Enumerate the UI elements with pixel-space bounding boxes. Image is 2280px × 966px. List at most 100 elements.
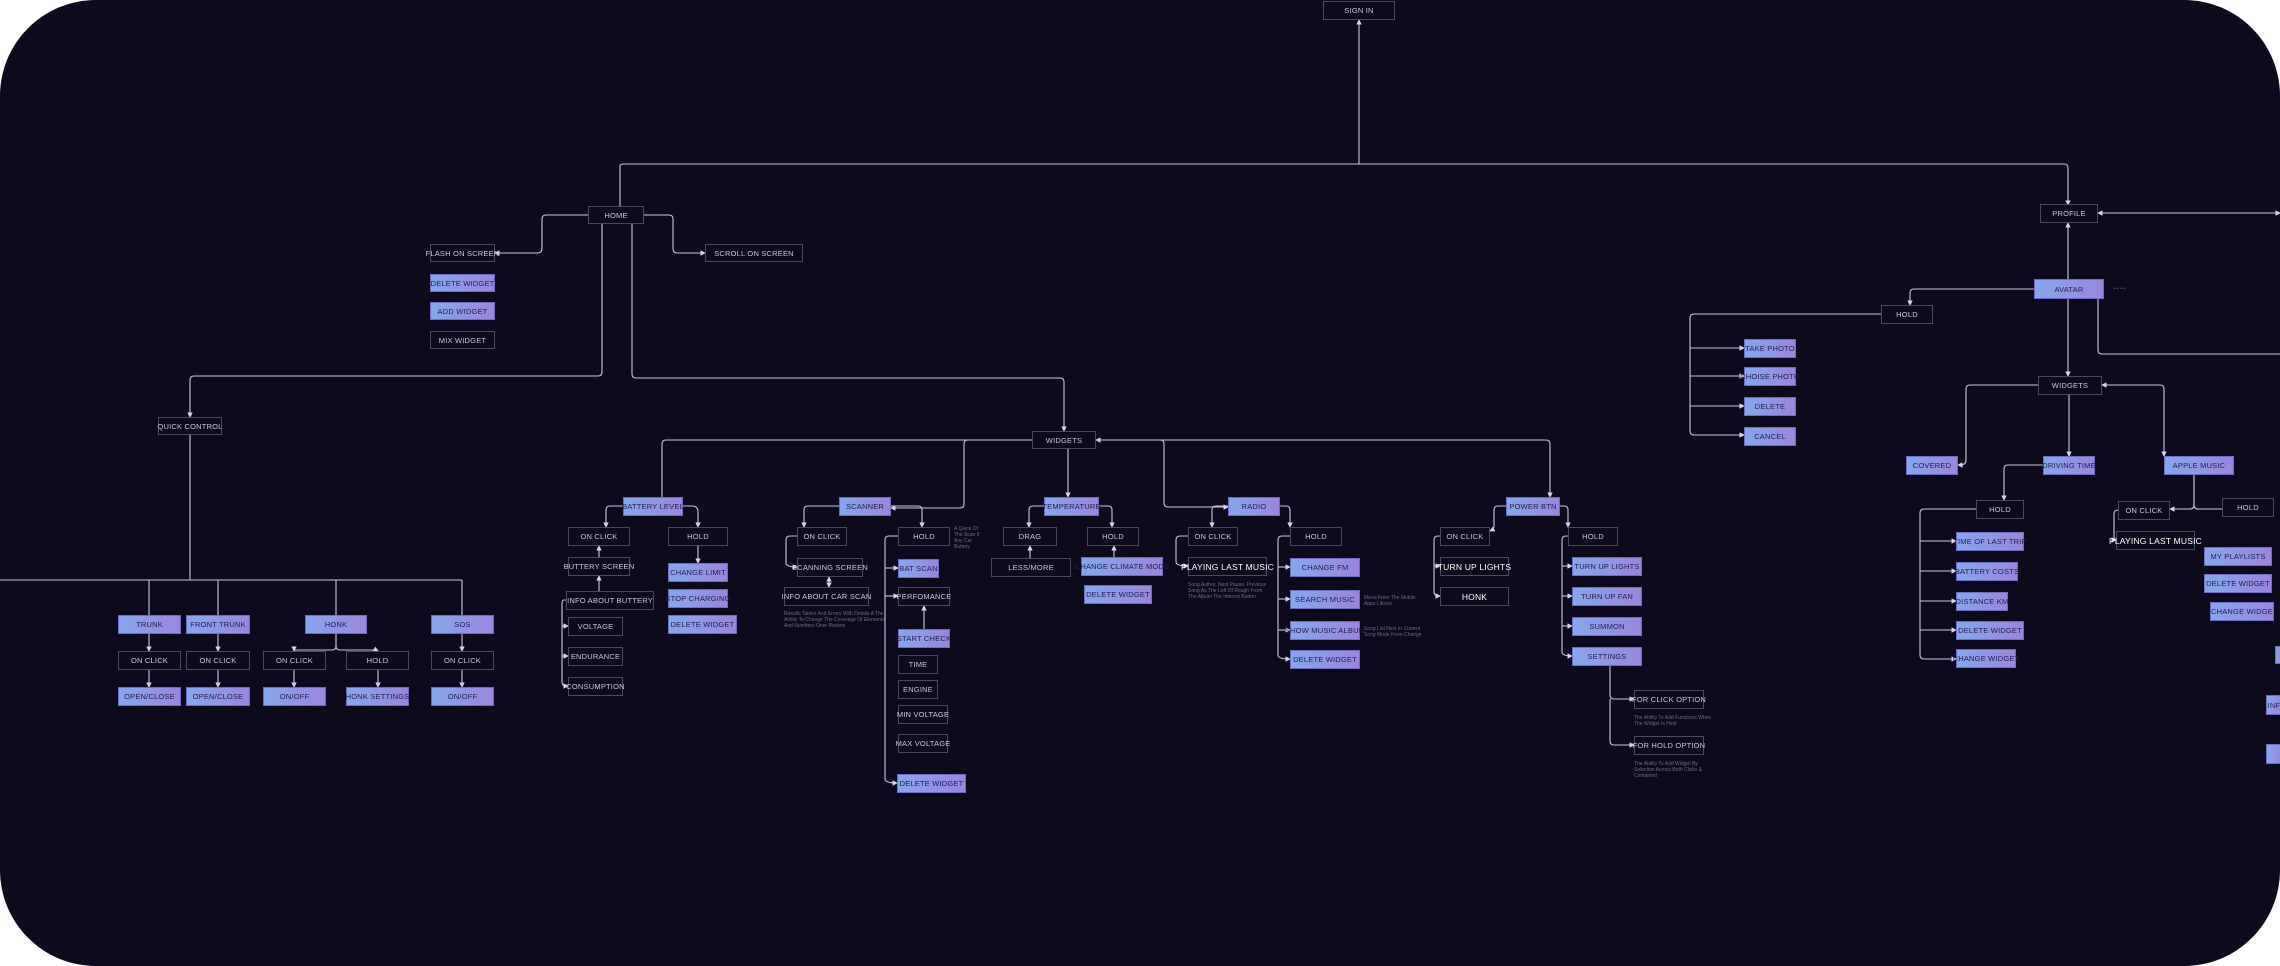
sos-on-off-node[interactable]: ON/OFF bbox=[431, 687, 494, 706]
honk-on-click-node[interactable]: ON CLICK bbox=[263, 651, 326, 670]
mix-widget-node[interactable]: MIX WIDGET bbox=[430, 331, 495, 349]
covered-node[interactable]: COVERED bbox=[1906, 456, 1958, 475]
change-limit-node[interactable]: CHANGE LIMIT bbox=[668, 563, 728, 582]
show-music-album-node[interactable]: SHOW MUSIC ALBUM bbox=[1285, 621, 1365, 640]
turn-up-fan-node[interactable]: TURN UP FAN bbox=[1572, 587, 1642, 606]
stop-charging-node[interactable]: STOP CHARGING bbox=[665, 589, 730, 608]
trunk-on-click-node[interactable]: ON CLICK bbox=[118, 651, 181, 670]
engine-node[interactable]: ENGINE bbox=[898, 680, 938, 699]
delete-photo-node[interactable]: DELETE bbox=[1744, 397, 1796, 416]
widgets-node[interactable]: WIDGETS bbox=[1032, 431, 1096, 449]
scanner-on-click-node[interactable]: ON CLICK bbox=[797, 527, 847, 546]
power-honk-node[interactable]: HONK bbox=[1440, 587, 1509, 606]
battery-delete-widget-node[interactable]: DELETE WIDGET bbox=[668, 615, 737, 634]
change-fm-node[interactable]: CHANGE FM bbox=[1290, 558, 1360, 577]
voltage-node[interactable]: VOLTAGE bbox=[568, 617, 623, 636]
driving-hold-node[interactable]: HOLD bbox=[1976, 500, 2024, 519]
radio-hold-node[interactable]: HOLD bbox=[1290, 527, 1342, 546]
bat-scan-node[interactable]: BAT SCAN bbox=[898, 559, 939, 578]
time-of-last-trip-node[interactable]: TIME OF LAST TRIP bbox=[1953, 532, 2027, 551]
drag-node[interactable]: DRAG bbox=[1003, 527, 1057, 546]
connector-line bbox=[1560, 505, 1571, 528]
change-widge-cut-node[interactable]: CHANGE WIDGE bbox=[2210, 602, 2274, 621]
cancel-node[interactable]: CANCEL bbox=[1744, 427, 1796, 446]
avatar-hold-node[interactable]: HOLD bbox=[1881, 305, 1933, 324]
honk-node[interactable]: HONK bbox=[305, 615, 367, 634]
perfomance-node[interactable]: PERFOMANCE bbox=[897, 587, 951, 606]
sos-on-click-node[interactable]: ON CLICK bbox=[431, 651, 494, 670]
apple-music-hold-node[interactable]: HOLD bbox=[2222, 498, 2274, 517]
trunk-open-close-node[interactable]: OPEN/CLOSE bbox=[118, 687, 181, 706]
less-more-node[interactable]: LESS/MORE bbox=[991, 558, 1071, 577]
honk-hold-node[interactable]: HOLD bbox=[346, 651, 409, 670]
battery-level-node[interactable]: BATTERY LEVEL bbox=[622, 497, 684, 516]
home-node[interactable]: HOME bbox=[588, 206, 644, 224]
profile-node[interactable]: PROFILE bbox=[2040, 204, 2098, 223]
delete-widget-node[interactable]: DELETE WIDGET bbox=[430, 274, 495, 292]
connector-line bbox=[1277, 535, 1291, 662]
buttery-screen-node[interactable]: BUTTERY SCREEN bbox=[564, 557, 634, 576]
turn-up-lights-on-click-node[interactable]: TURN UP LIGHTS bbox=[1438, 557, 1511, 576]
trunk-node[interactable]: TRUNK bbox=[118, 615, 181, 634]
info-about-car-scan-node[interactable]: INFO ABOUT CAR SCAN bbox=[782, 587, 871, 606]
search-music-node[interactable]: SEARCH MUSIC bbox=[1290, 590, 1360, 609]
consumption-node[interactable]: CONSUMPTION bbox=[566, 677, 625, 696]
min-voltage-node[interactable]: MIN VOLTAGE bbox=[897, 705, 949, 724]
front-trunk-on-click-node[interactable]: ON CLICK bbox=[186, 651, 250, 670]
my-playlists-node[interactable]: MY PLAYLISTS bbox=[2204, 547, 2272, 566]
power-hold-node[interactable]: HOLD bbox=[1568, 527, 1618, 546]
battery-hold-node[interactable]: HOLD bbox=[668, 527, 728, 546]
settings-node[interactable]: SETTINGS bbox=[1572, 647, 1642, 666]
driving-delete-widget-node[interactable]: DELETE WIDGET bbox=[1956, 621, 2024, 640]
radio-node[interactable]: RADIO bbox=[1228, 497, 1280, 516]
scanner-hold-node[interactable]: HOLD bbox=[898, 527, 950, 546]
turn-up-lights-hold-node[interactable]: TURN UP LIGHTS bbox=[1572, 557, 1642, 576]
scanning-screen-node[interactable]: SCANNING SCREEN bbox=[792, 558, 868, 577]
for-hold-option-node[interactable]: FOR HOLD OPTION bbox=[1633, 736, 1705, 755]
front-trunk-open-close-node[interactable]: OPEN/CLOSE bbox=[186, 687, 250, 706]
battery-on-click-node[interactable]: ON CLICK bbox=[568, 527, 630, 546]
sign-in-node[interactable]: SIGN IN bbox=[1323, 1, 1395, 20]
honk-settings-node[interactable]: HONK SETTINGS bbox=[346, 687, 409, 706]
front-trunk-node[interactable]: FRONT TRUNK bbox=[186, 615, 250, 634]
add-widget-node[interactable]: ADD WIDGET bbox=[430, 302, 495, 320]
apple-playing-last-music-node[interactable]: PLAYING LAST MUSIC bbox=[2109, 531, 2202, 550]
start-check-node[interactable]: START CHECK bbox=[897, 629, 951, 648]
endurance-node[interactable]: ENDURANCE bbox=[568, 647, 623, 666]
max-voltage-node[interactable]: MAX VOLTAGE bbox=[896, 734, 950, 753]
power-btn-node[interactable]: POWER BTN bbox=[1506, 497, 1560, 516]
scanner-node[interactable]: SCANNER bbox=[839, 497, 891, 516]
apple-music-on-click-node[interactable]: ON CLICK bbox=[2118, 501, 2170, 520]
distance-km-node[interactable]: DISTANCE KM bbox=[1956, 592, 2008, 611]
battery-costs-node[interactable]: BATTERY COSTS bbox=[1955, 562, 2019, 581]
temperature-delete-widget-node[interactable]: DELETE WIDGET bbox=[1084, 585, 1152, 604]
apple-music-node[interactable]: APPLE MUSIC bbox=[2164, 456, 2234, 475]
apple-delete-widget-node[interactable]: DELETE WIDGET bbox=[2204, 574, 2272, 593]
info-about-buttery-node[interactable]: INFO ABOUT BUTTERY bbox=[566, 591, 654, 610]
change-widget-node[interactable]: CHANGE WIDGET bbox=[1953, 649, 2019, 668]
sos-node[interactable]: SOS bbox=[431, 615, 494, 634]
avatar-node[interactable]: AVATAR bbox=[2034, 279, 2104, 299]
quick-control-node[interactable]: QUICK CONTROL bbox=[157, 417, 222, 435]
temperature-node[interactable]: TEMPERATURE bbox=[1042, 497, 1100, 516]
for-click-option-node[interactable]: FOR CLICK OPTION bbox=[1632, 690, 1706, 709]
driving-time-node[interactable]: DRIVING TIME bbox=[2042, 456, 2096, 475]
radio-delete-widget-node[interactable]: DELETE WIDGET bbox=[1290, 650, 1360, 669]
flash-on-screen-node[interactable]: FLASH ON SCREEN bbox=[426, 244, 499, 262]
take-photo-node[interactable]: TAKE PHOTO bbox=[1744, 339, 1796, 358]
change-climate-mode-node[interactable]: CHANGE CLIMATE MODE bbox=[1075, 557, 1169, 576]
choise-photo-node[interactable]: CHOISE PHOTO bbox=[1740, 367, 1800, 386]
radio-on-click-node[interactable]: ON CLICK bbox=[1188, 527, 1238, 546]
inf-cut-node[interactable]: INF bbox=[2266, 695, 2280, 715]
scanner-delete-widget-node[interactable]: DELETE WIDGET bbox=[897, 774, 966, 793]
summon-node[interactable]: SUMMON bbox=[1572, 617, 1642, 636]
connector-line bbox=[2001, 464, 2056, 501]
scroll-on-screen-node[interactable]: SCROLL ON SCREEN bbox=[705, 244, 803, 262]
honk-on-off-node[interactable]: ON/OFF bbox=[263, 687, 326, 706]
temperature-hold-node[interactable]: HOLD bbox=[1087, 527, 1139, 546]
power-on-click-node[interactable]: ON CLICK bbox=[1440, 527, 1490, 546]
time-node[interactable]: TIME bbox=[898, 655, 938, 674]
radio-playing-last-music-node[interactable]: PLAYING LAST MUSIC bbox=[1181, 557, 1274, 576]
profile-widgets-node[interactable]: WIDGETS bbox=[2038, 376, 2102, 395]
